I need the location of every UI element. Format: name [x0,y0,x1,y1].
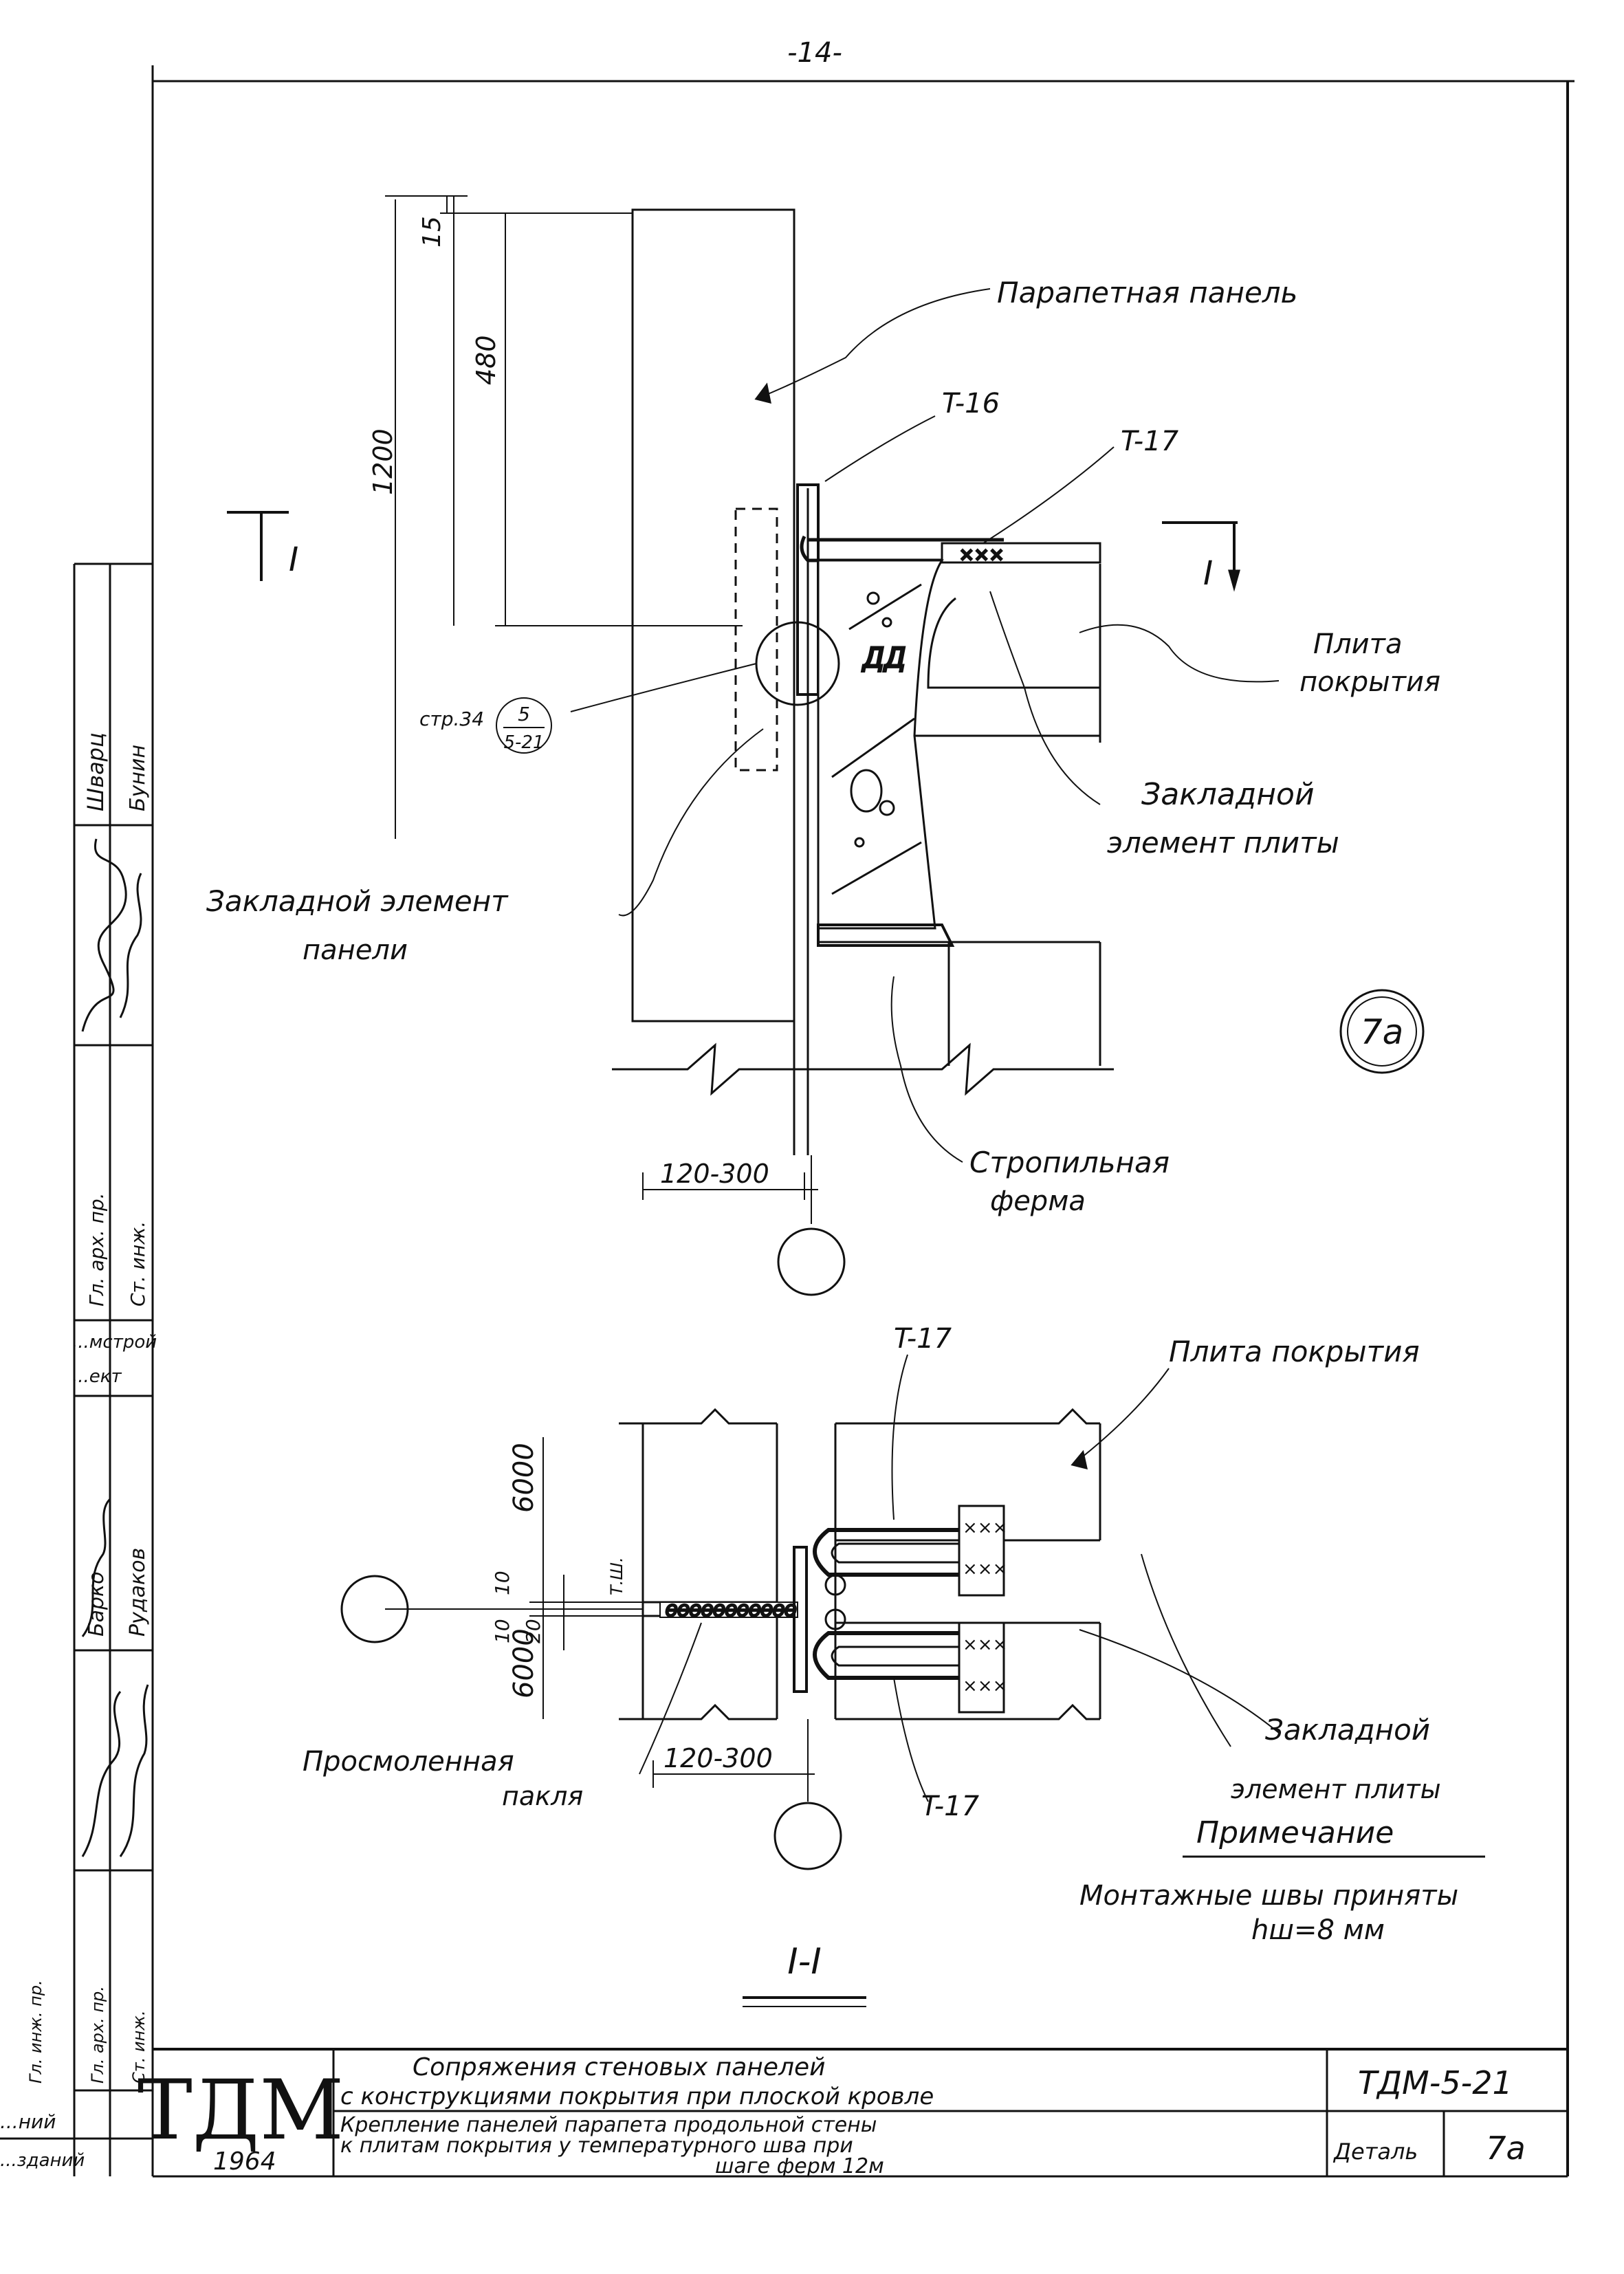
sheet-frame [153,65,1574,2176]
dim-480: 480 [471,335,501,385]
label-embed-slab-1: Закладной [1141,777,1315,812]
t17-u-bar-top [815,1530,1004,1575]
parapet-panel [633,210,794,1021]
svg-text:ДД: ДД [862,642,906,674]
desc-line-1: Крепление панелей парапета продольной ст… [340,2113,877,2137]
svg-text:×××: ××× [959,545,1004,565]
page-number: -14- [787,37,842,69]
side-cell-8: Гл. инж. пр. [26,1980,45,2084]
svg-text:×××: ××× [963,1518,1007,1538]
section-mark-left [227,512,289,581]
label-tarred-2: пакля [502,1781,583,1811]
dim-6000-bottom: 6000 [508,1628,540,1698]
ref-num: 5 [518,703,530,725]
title-line-2: с конструкциями покрытия при плоской кро… [340,2083,934,2110]
side-cell-1: Бунин [126,745,150,811]
svg-text:×××: ××× [963,1559,1007,1579]
dim-1200: 1200 [368,428,398,495]
label-t16: T-16 [942,388,1000,419]
roof-slab-top [942,543,1100,562]
desc-line-3: шаге ферм 12м [715,2154,884,2178]
label-embed-bottom-2: элемент плиты [1231,1774,1441,1804]
section-title: I-I [787,1941,821,1982]
detail-mark-label: 7a [1361,1012,1403,1052]
dim-span-bottom: 120-300 [663,1743,773,1773]
lower-detail: ΘΘΘΘΘΘΘΘΘΘΘ [342,1355,1279,1869]
label-roof-slab-1: Плита [1313,628,1402,660]
title-line-1: Сопряжения стеновых панелей [413,2053,826,2081]
joint-plate [794,1547,806,1692]
axis-circle-bottom [775,1803,841,1869]
title-block [153,2049,1568,2176]
slab-rib [928,598,1100,688]
side-cell-11: ...ний [0,2110,56,2133]
label-embed-bottom-1: Закладной [1265,1713,1430,1747]
label-truss-2: ферма [990,1185,1086,1217]
side-cell-4: ...мстрой [72,1332,157,1353]
label-t17-bottom-a: T-17 [894,1323,952,1355]
t17-bar [802,536,1004,560]
svg-text:×××: ××× [963,1676,1007,1696]
side-cell-5: ...ект [72,1366,122,1387]
side-cell-2: Гл. арх. пр. [85,1192,108,1307]
section-mark-right [1162,523,1238,571]
label-tsh: Т.Ш. [607,1557,626,1595]
dim-15: 15 [418,216,446,248]
desc-line-2: к плитам покрытия у температурного шва п… [340,2134,853,2158]
slab-concrete [818,560,942,928]
label-parapet-panel: Парапетная панель [997,276,1297,309]
note-title: Примечание [1196,1815,1394,1850]
signatures [83,839,148,1857]
section-mark-right-label: I [1203,554,1213,593]
side-cell-10: Ст. инж. [129,2010,149,2084]
label-truss-1: Стропильная [969,1146,1170,1179]
label-t17-top: T-17 [1121,426,1179,457]
title-code: ТДМ-5-21 [1358,2064,1513,2101]
note-line-1: Монтажные швы приняты [1079,1880,1458,1912]
dim-span-top: 120-300 [660,1159,769,1189]
side-cell-12: ...зданий [0,2150,85,2171]
upper-detail: ××× ДД [227,210,1279,1295]
label-roof-slab-bottom: Плита покрытия [1169,1335,1420,1368]
svg-text:ΘΘΘΘΘΘΘΘΘΘΘ: ΘΘΘΘΘΘΘΘΘΘΘ [666,1603,796,1620]
axis-circle-top [778,1229,844,1295]
title-year: 1964 [213,2147,276,2176]
label-embed-slab-2: элемент плиты [1107,826,1339,860]
label-ref-page: стр.34 [419,708,484,730]
note-line-2: hш=8 мм [1251,1914,1385,1946]
ref-den: 5-21 [503,732,544,753]
side-cell-9: Гл. арх. пр. [88,1986,107,2084]
slab-embed-plate [818,925,952,945]
title-logo: ТДМ [138,2063,344,2158]
embedded-panel-dashed [736,509,777,770]
tarred-oakum [660,1602,798,1617]
label-embed-panel-2: панели [303,934,408,966]
dim-10-a: 10 [491,1571,514,1595]
dim-10-b: 10 [491,1619,514,1643]
lower-dimensions [529,1437,815,1788]
side-cell-7: Рудаков [126,1548,150,1637]
dim-20: 20 [522,1619,545,1643]
side-cell-0: Шварц [83,732,109,811]
ref-circle [496,698,551,753]
section-mark-left-label: I [289,540,298,579]
label-t17-bottom-b: T-17 [921,1791,980,1822]
label-tarred-1: Просмоленная [303,1746,514,1778]
slab-embed-plate-bottom [959,1623,1004,1712]
dim-6000-top: 6000 [508,1443,540,1513]
side-cell-3: Ст. инж. [127,1221,149,1307]
detail-value: 7a [1486,2130,1525,2167]
side-stamp [0,564,153,2176]
detail-mark-circle [1341,990,1423,1073]
label-roof-slab-2: покрытия [1299,666,1440,698]
slab-embed-plate-top [959,1506,1004,1595]
upper-dimensions [385,196,818,1200]
panel-break-line [612,1045,1114,1093]
axis-circle-left [342,1576,408,1642]
label-embed-panel-1: Закладной элемент [206,884,509,918]
svg-text:×××: ××× [963,1635,1007,1655]
detail-label: Деталь [1332,2139,1418,2165]
t17-u-bar-bottom [815,1633,1004,1678]
